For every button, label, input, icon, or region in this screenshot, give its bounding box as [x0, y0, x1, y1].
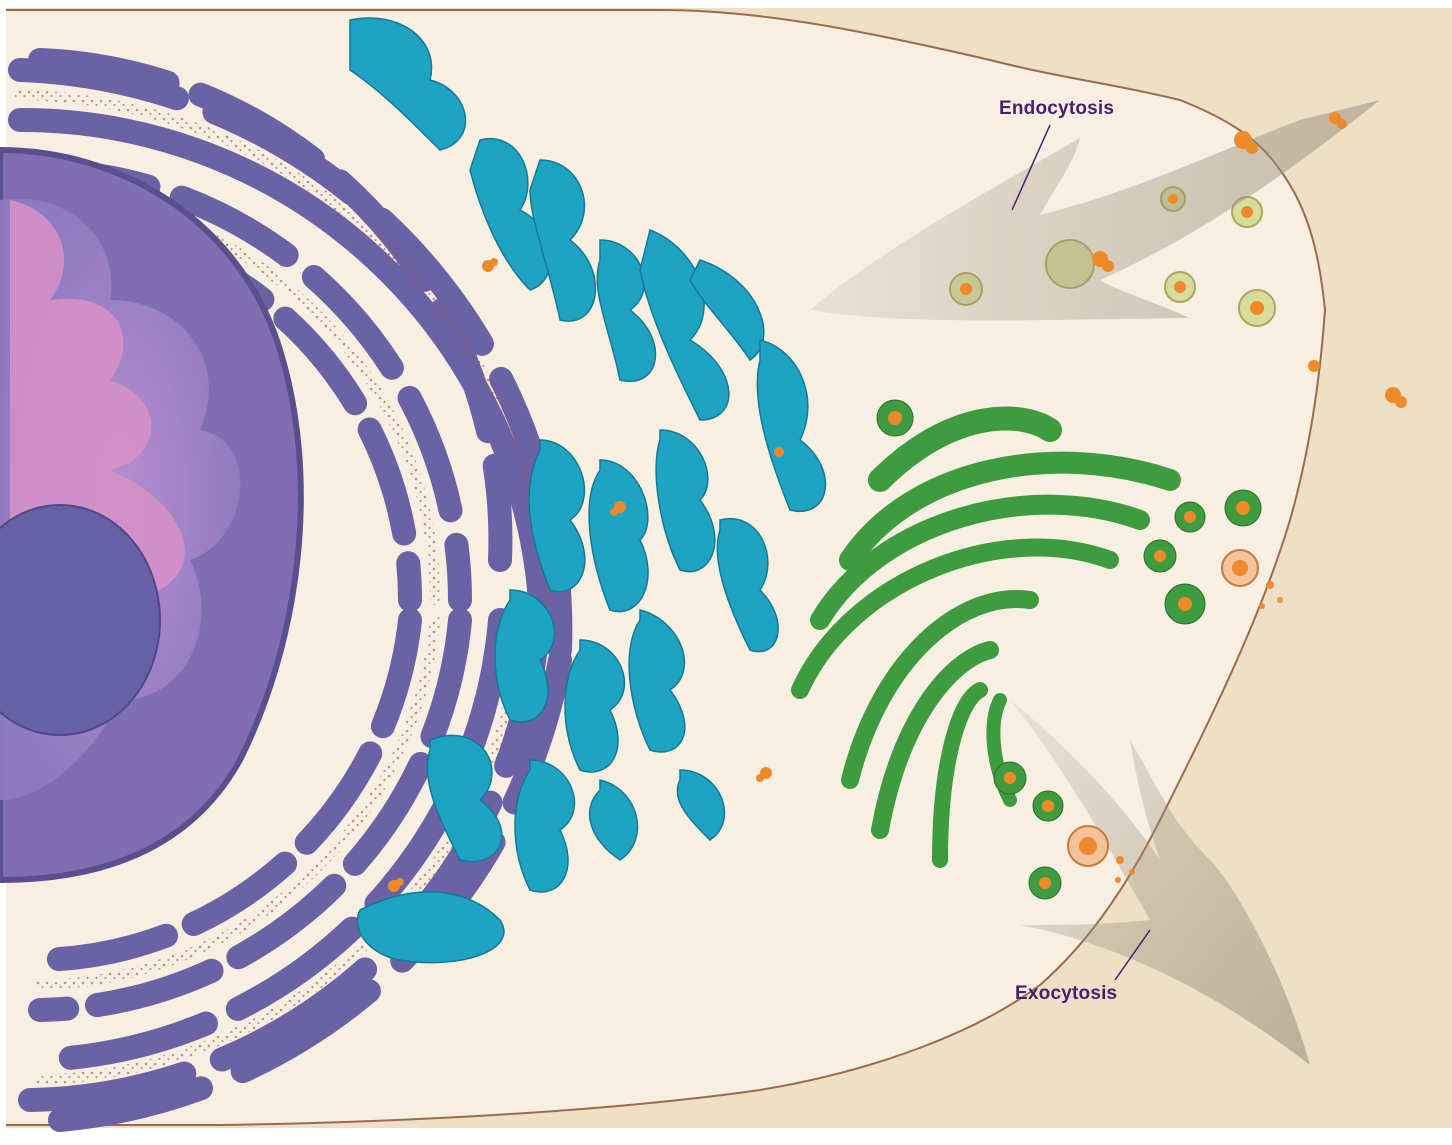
page-border-bottom [0, 1128, 1452, 1145]
exocytosis-label: Exocytosis [1015, 983, 1117, 1005]
endocytosis-label: Endocytosis [999, 98, 1114, 120]
page-border-top [0, 0, 1452, 8]
